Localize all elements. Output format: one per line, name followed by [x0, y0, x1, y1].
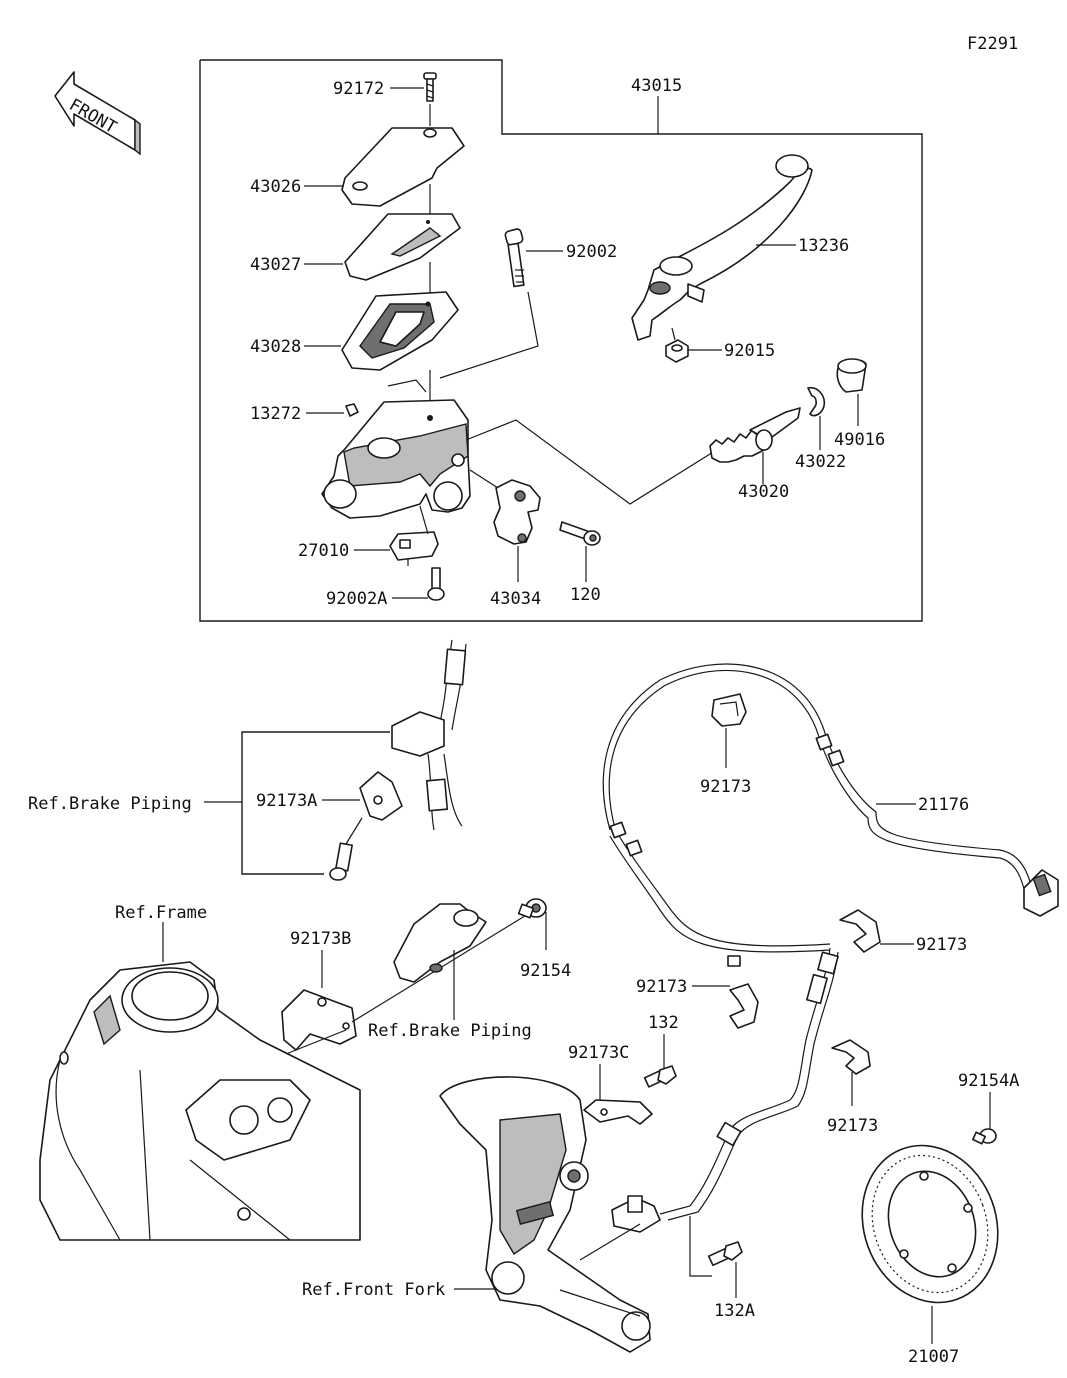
part-label-92173A: 92173A — [256, 791, 317, 811]
ref-frame-label: Ref.Frame — [115, 903, 207, 923]
part-label-132: 132 — [648, 1013, 679, 1033]
pivot-bolt-92002 — [504, 228, 525, 288]
bracket-92173C — [583, 1099, 653, 1125]
part-label-21176: 21176 — [918, 795, 969, 815]
bracket-92173B — [281, 989, 357, 1051]
part-label-13272: 13272 — [250, 404, 301, 424]
ref-front-fork-label: Ref.Front Fork — [302, 1280, 445, 1300]
part-label-92154A: 92154A — [958, 1071, 1019, 1091]
part-label-43028: 43028 — [250, 337, 301, 357]
clamp-92173-right — [839, 909, 881, 953]
ref-brake-piping-label-2: Ref.Brake Piping — [368, 1021, 532, 1041]
part-label-92173B: 92173B — [290, 929, 351, 949]
master-cylinder-body — [321, 399, 471, 519]
part-label-43020: 43020 — [738, 482, 789, 502]
reservoir-cap-43026 — [341, 127, 465, 207]
part-label-92002A: 92002A — [326, 589, 387, 609]
boot-49016 — [836, 358, 867, 393]
screw-92154A — [971, 1128, 997, 1145]
clip-13272 — [345, 403, 359, 417]
part-label-43015: 43015 — [631, 76, 682, 96]
abs-sensor-ring-21007 — [861, 1144, 999, 1304]
part-label-92002: 92002 — [566, 242, 617, 262]
ref-brake-piping-label-1: Ref.Brake Piping — [28, 794, 192, 814]
part-label-27010: 27010 — [298, 541, 349, 561]
clamp-43034 — [493, 479, 541, 545]
screw-92154 — [517, 898, 547, 919]
clamp-92173-low — [831, 1039, 871, 1075]
brake-pipe-bracket-ref — [393, 903, 487, 983]
part-label-43022: 43022 — [795, 452, 846, 472]
part-label-132A: 132A — [714, 1301, 755, 1321]
brake-hose-ref — [391, 639, 467, 831]
part-label-43034: 43034 — [490, 589, 541, 609]
part-label-92173-mid: 92173 — [636, 977, 687, 997]
master-cylinder-group-box — [199, 59, 923, 622]
brake-switch-27010 — [389, 531, 439, 566]
clamp-92173-top — [711, 693, 747, 727]
part-label-13236: 13236 — [798, 236, 849, 256]
part-label-49016: 49016 — [834, 430, 885, 450]
part-label-120: 120 — [570, 585, 601, 605]
frame-ref — [39, 961, 361, 1241]
diaphragm-43028 — [341, 291, 459, 371]
part-label-92173-top: 92173 — [700, 777, 751, 797]
nut-92015 — [665, 339, 689, 363]
part-label-92015: 92015 — [724, 341, 775, 361]
diaphragm-plate-43027 — [344, 213, 461, 281]
part-label-92173-right: 92173 — [916, 935, 967, 955]
front-arrow-icon: FRONT — [54, 71, 141, 156]
part-label-92154: 92154 — [520, 961, 571, 981]
clamp-92173-mid — [729, 983, 759, 1029]
figure-id: F2291 — [967, 34, 1018, 54]
bolt-120 — [559, 521, 601, 546]
abs-sensor-lead-21176 — [602, 663, 1059, 1221]
bolt-132A — [707, 1241, 743, 1267]
piston-assembly-43020 — [709, 407, 801, 463]
bolt-132 — [643, 1065, 677, 1088]
part-label-43027: 43027 — [250, 255, 301, 275]
wheel-speed-sensor — [611, 1195, 661, 1233]
part-label-21007: 21007 — [908, 1347, 959, 1367]
brake-lever-13236 — [631, 154, 813, 341]
part-label-43026: 43026 — [250, 177, 301, 197]
bracket-92173A — [359, 771, 403, 821]
screw-92002A — [427, 567, 445, 601]
part-label-92173C: 92173C — [568, 1043, 629, 1063]
bolt-92173A — [329, 842, 353, 881]
part-label-92172: 92172 — [333, 79, 384, 99]
screw-92172 — [423, 72, 437, 102]
front-fork-ref — [439, 1076, 651, 1353]
circlip-43022 — [807, 386, 826, 417]
part-label-92173-low: 92173 — [827, 1116, 878, 1136]
